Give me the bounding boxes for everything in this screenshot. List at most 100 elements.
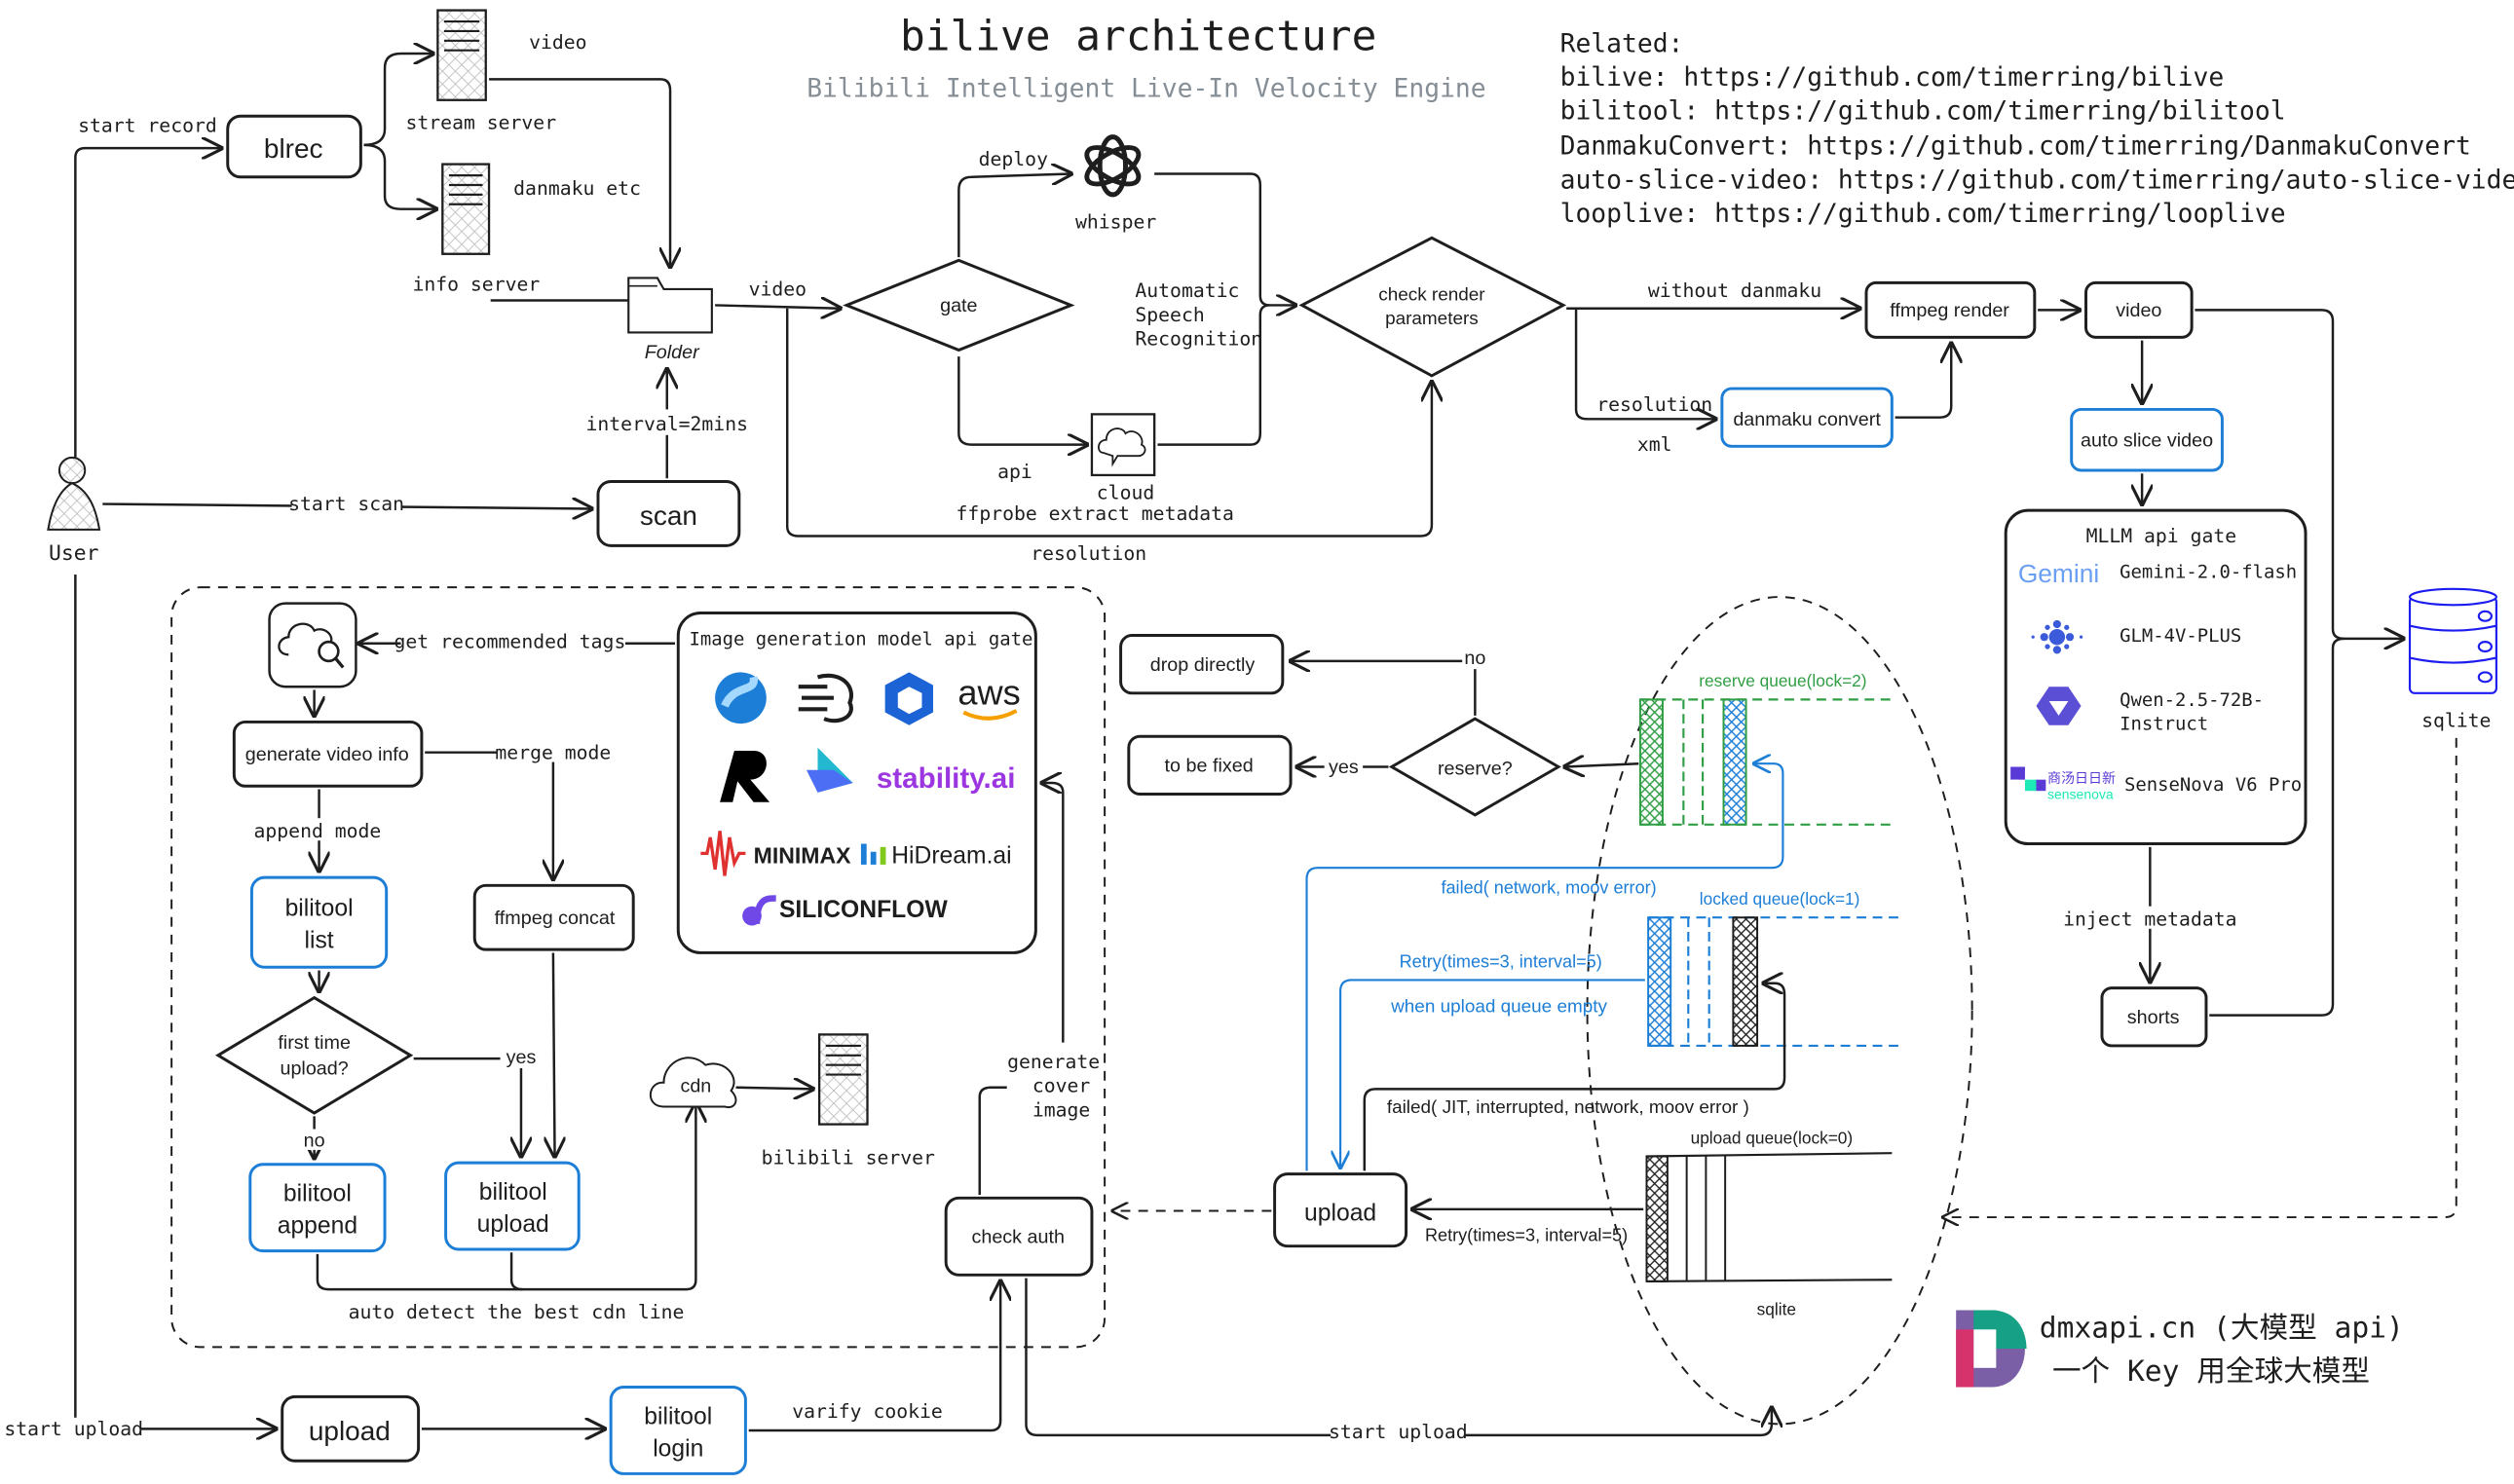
- bilitool-append-node[interactable]: [248, 1163, 387, 1253]
- cdn-cloud-icon: [649, 1057, 737, 1109]
- related-link[interactable]: DanmakuConvert: https://github.com/timer…: [1560, 132, 2471, 162]
- edge-label: resolution: [1596, 393, 1712, 416]
- danmaku-convert-node[interactable]: [1720, 387, 1894, 448]
- recraft-icon: [720, 751, 770, 802]
- drop-directly-label: drop directly: [1150, 654, 1256, 676]
- bilitool-upload-label: bilitool: [479, 1179, 547, 1206]
- dmxapi-logo: [1956, 1310, 2027, 1388]
- check-render-label: check render: [1378, 285, 1484, 306]
- edge-label: video: [529, 31, 586, 54]
- related-link[interactable]: looplive: https://github.com/timerring/l…: [1560, 200, 2286, 229]
- openai-whisper-icon: [1084, 134, 1142, 198]
- info-server-label: info server: [412, 274, 540, 296]
- sqlite-database-icon: [2408, 587, 2497, 694]
- edge-label: failed( network, moov error): [1441, 878, 1656, 898]
- edge-label: inject metadata: [2063, 908, 2236, 930]
- shorts-label: shorts: [2127, 1007, 2180, 1028]
- drop-directly-node[interactable]: [1119, 634, 1285, 695]
- bilitool-login-node[interactable]: [609, 1386, 747, 1475]
- ffmpeg-concat-label: ffmpeg concat: [495, 908, 616, 929]
- first-time-upload-decision[interactable]: [214, 995, 414, 1115]
- video-label: video: [2116, 300, 2161, 321]
- scan-label: scan: [640, 501, 697, 531]
- sensenova-logo: [2010, 766, 2046, 792]
- shorts-node[interactable]: [2100, 986, 2208, 1048]
- bilitool-list-label: list: [304, 928, 333, 954]
- folder-label: Folder: [645, 342, 700, 363]
- hidream-logo: HiDream.ai: [891, 842, 1011, 869]
- page-subtitle: Bilibili Intelligent Live-In Velocity En…: [807, 74, 1485, 103]
- auto-slice-video-node[interactable]: [2070, 407, 2224, 472]
- mllm-model-name: Instruct: [2120, 714, 2208, 735]
- siliconflow-logo: SILICONFLOW: [779, 897, 948, 923]
- generate-video-info-label: generate video info: [245, 744, 409, 765]
- related-link[interactable]: bilitool: https://github.com/timerring/b…: [1560, 97, 2286, 127]
- to-be-fixed-label: to be fixed: [1165, 755, 1254, 776]
- edge-label: resolution: [1031, 542, 1146, 565]
- edge-label: no: [304, 1131, 325, 1152]
- bilitool-append-label: bilitool: [283, 1181, 352, 1207]
- blrec-node[interactable]: [226, 114, 362, 179]
- reserve-decision[interactable]: [1388, 717, 1561, 817]
- video-node[interactable]: [2084, 280, 2194, 339]
- gemini-logo: Gemini: [2018, 559, 2099, 588]
- whisper-label: whisper: [1075, 210, 1156, 233]
- decision-label: upload?: [280, 1058, 348, 1080]
- reserve-queue: [1638, 698, 1893, 826]
- mllm-api-gate: [2004, 508, 2308, 846]
- bilitool-append-label: append: [278, 1213, 357, 1240]
- edge-label: failed( JIT, interrupted, network, moov …: [1387, 1097, 1749, 1118]
- brain-icon: [798, 673, 853, 723]
- scan-node[interactable]: [596, 480, 741, 547]
- upload-node[interactable]: [281, 1394, 421, 1463]
- mllm-model-name: Qwen-2.5-72B-: [2120, 689, 2264, 711]
- edge-label: start upload: [4, 1418, 143, 1440]
- gate-node[interactable]: [843, 258, 1075, 352]
- edge-label: yes: [1329, 757, 1359, 778]
- user-icon: [47, 456, 101, 531]
- mllm-model-name: SenseNova V6 Pro: [2124, 774, 2302, 796]
- bilitool-upload-label: upload: [477, 1211, 549, 1238]
- image-model-logos: aws stability.ai MINIMAX HiDream.ai SILI…: [700, 672, 1021, 926]
- locked-queue-label: locked queue(lock=1): [1700, 889, 1860, 909]
- asr-label: Recognition: [1135, 328, 1262, 351]
- bilitool-login-label: login: [653, 1435, 703, 1462]
- check-auth-node[interactable]: [944, 1196, 1094, 1277]
- minimax-logo: MINIMAX: [754, 842, 851, 868]
- edge-label: image: [1032, 1098, 1090, 1121]
- bilibili-server-icon: [817, 1033, 869, 1126]
- doubao-icon: [715, 672, 767, 724]
- edge-label: generate: [1007, 1051, 1100, 1073]
- qwen-icon: [2036, 686, 2082, 725]
- page-title: bilive architecture: [900, 13, 1376, 61]
- edge-label: varify cookie: [792, 1400, 943, 1423]
- related-link[interactable]: auto-slice-video: https://github.com/tim…: [1560, 166, 2514, 195]
- ffmpeg-concat-node[interactable]: [472, 883, 635, 951]
- hexagon-cube-icon: [884, 672, 933, 725]
- ffmpeg-render-node[interactable]: [1864, 280, 2037, 339]
- locked-queue: [1647, 916, 1900, 1047]
- gate-label: gate: [940, 295, 977, 316]
- edge-label: deploy: [979, 148, 1048, 170]
- related-link[interactable]: bilive: https://github.com/timerring/bil…: [1560, 63, 2225, 93]
- upload-subsystem-frame: [170, 586, 1107, 1349]
- mllm-gate-title: MLLM api gate: [2086, 525, 2237, 547]
- stability-logo: stability.ai: [877, 762, 1016, 795]
- check-render-node[interactable]: [1298, 236, 1567, 378]
- bilitool-list-label: bilitool: [285, 896, 354, 922]
- cdn-label: cdn: [680, 1076, 711, 1097]
- aws-logo: aws: [957, 672, 1020, 712]
- siliconflow-icon: [742, 895, 776, 926]
- glm-icon: [2031, 619, 2083, 654]
- bilitool-list-node[interactable]: [249, 875, 389, 969]
- check-auth-label: check auth: [971, 1226, 1065, 1247]
- edge-label: cover: [1032, 1075, 1091, 1097]
- cloud-api-icon: [1090, 413, 1156, 477]
- branding-line2: 一个 Key 用全球大模型: [2052, 1354, 2370, 1388]
- generate-video-info-node[interactable]: [232, 720, 424, 788]
- queue-upload-node[interactable]: [1273, 1172, 1408, 1248]
- mllm-model-name: Gemini-2.0-flash: [2120, 561, 2297, 582]
- bilitool-upload-node[interactable]: [444, 1161, 581, 1251]
- to-be-fixed-node[interactable]: [1127, 734, 1293, 796]
